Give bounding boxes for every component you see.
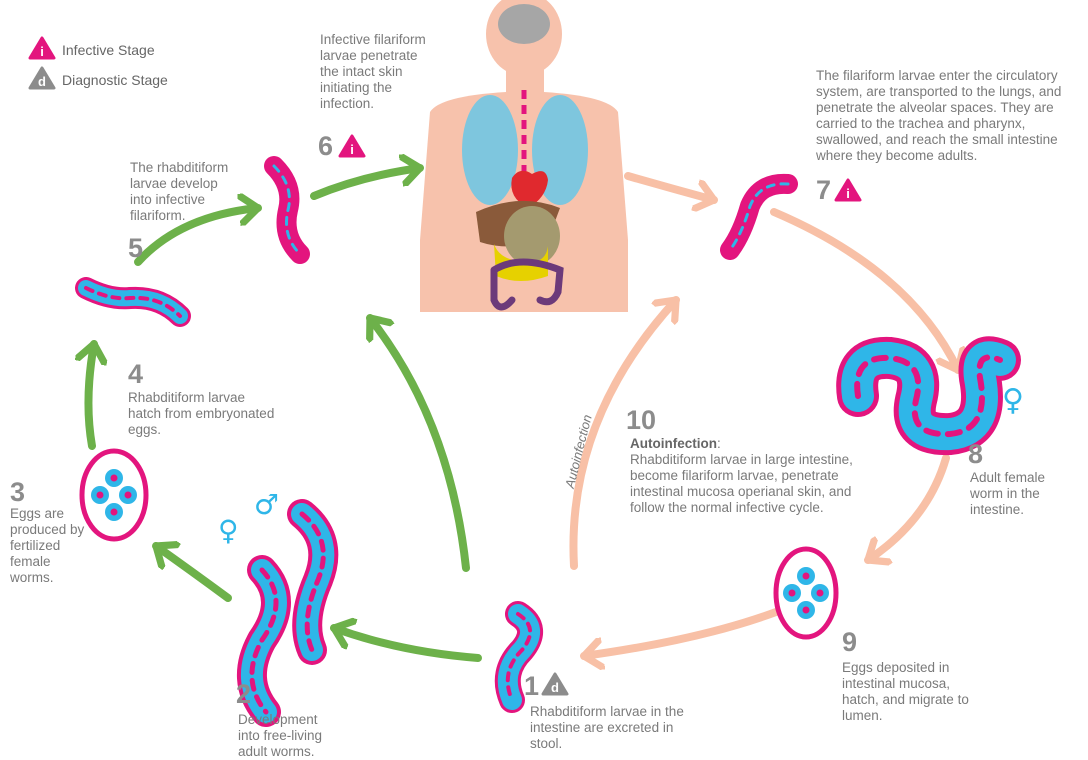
stage-10-number: 10 <box>626 406 656 434</box>
male-symbol-stage-2: ♂ <box>254 488 279 521</box>
stage-9-number: 9 <box>842 628 857 656</box>
stage-8-description: Adult female worm in the intestine. <box>970 470 1070 518</box>
female-symbol-stage-8: ♀ <box>1002 383 1024 418</box>
adult-female-worm-stage-8 <box>857 357 1000 434</box>
female-symbol-stage-2: ♀ <box>218 514 239 547</box>
adult-worms-stage-2 <box>252 514 323 712</box>
human-body-illustration <box>420 0 628 312</box>
stage-8-number: 8 <box>968 440 983 468</box>
stage-7-number: 7 <box>816 176 831 204</box>
stage-2-number: 2 <box>236 680 251 708</box>
stage-6-description: Infective filariform larvae penetrate th… <box>320 32 430 112</box>
stage-1-description: Rhabditiform larvae in the intestine are… <box>530 704 690 752</box>
diagnostic-stage-icon: d <box>30 68 54 89</box>
svg-text:d: d <box>551 680 559 695</box>
stage-3-number: 3 <box>10 478 25 506</box>
svg-text:i: i <box>350 142 354 157</box>
larva-stage-4 <box>86 288 180 316</box>
stage-4-description: Rhabditiform larvae hatch from embryonat… <box>128 390 278 438</box>
stage-9-description: Eggs deposited in intestinal mucosa, hat… <box>842 660 982 724</box>
stage-10-heading: Autoinfection <box>630 436 717 451</box>
svg-text:i: i <box>846 186 850 201</box>
legend-infective-label: Infective Stage <box>62 42 155 58</box>
diagnostic-icon-stage-1: d <box>543 674 567 695</box>
svg-text:i: i <box>40 44 44 59</box>
egg-stage-3 <box>82 451 146 539</box>
stage-5-description: The rhabditiform larvae develop into inf… <box>130 160 240 224</box>
stage-5-number: 5 <box>128 234 143 262</box>
stage-1-number: 1 <box>524 672 539 700</box>
stage-3-description: Eggs are produced by fertilized female w… <box>10 506 86 586</box>
stage-10-description: Autoinfection: Rhabditiform larvae in la… <box>630 436 882 516</box>
infective-icon-stage-7: i <box>836 180 860 201</box>
stage-4-number: 4 <box>128 360 143 388</box>
stage-7-description: The filariform larvae enter the circulat… <box>816 68 1084 164</box>
stage-6-number: 6 <box>318 132 333 160</box>
stage-10-text: Rhabditiform larvae in large intestine, … <box>630 452 853 515</box>
stage-2-description: Development into free-living adult worms… <box>238 712 338 760</box>
egg-stage-9 <box>776 549 836 637</box>
legend-diagnostic-label: Diagnostic Stage <box>62 72 168 88</box>
filariform-larva-stage-5 <box>274 166 300 254</box>
svg-text:d: d <box>38 74 46 89</box>
infective-icon-stage-6: i <box>340 136 364 157</box>
infective-stage-icon: i <box>30 38 54 59</box>
